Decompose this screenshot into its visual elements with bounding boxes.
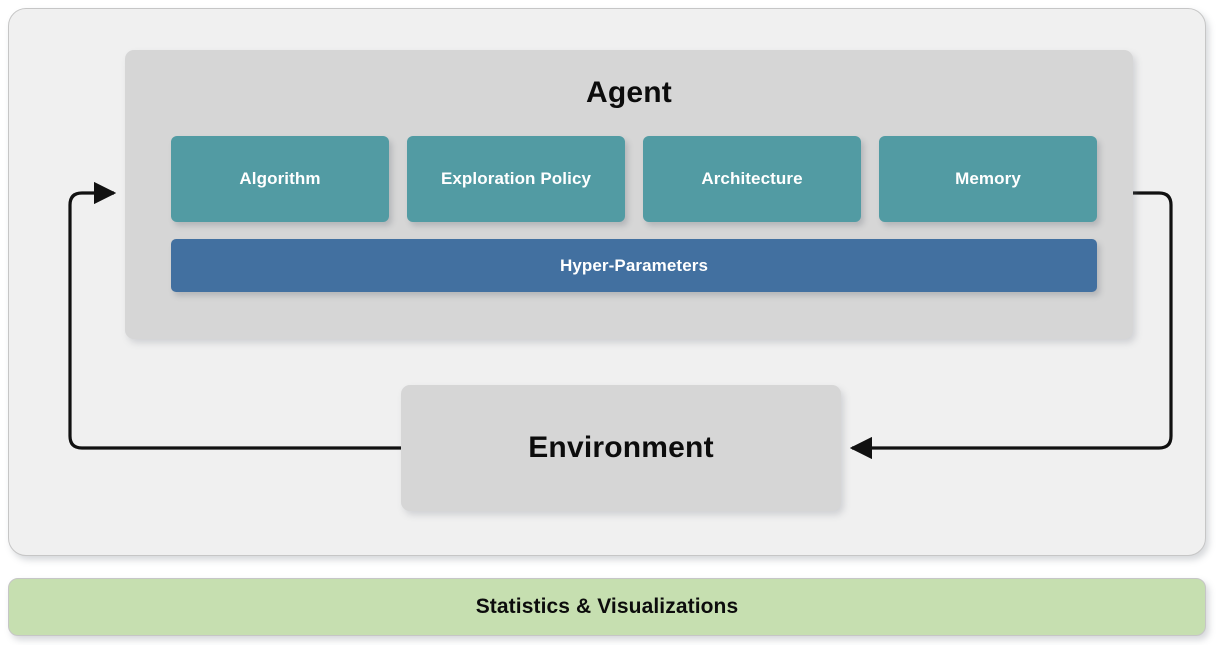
environment-label: Environment [528,431,714,464]
agent-component-architecture[interactable]: Architecture [643,136,861,222]
statistics-visualizations-bar[interactable]: Statistics & Visualizations [8,578,1206,636]
environment-block[interactable]: Environment [401,385,841,511]
agent-component-label: Architecture [701,169,803,188]
agent-title: Agent [586,76,672,109]
hyper-parameters-bar[interactable]: Hyper-Parameters [171,239,1097,292]
agent-component-algorithm[interactable]: Algorithm [171,136,389,222]
agent-block: Agent Algorithm Exploration Policy Archi… [125,50,1133,339]
agent-component-row: Algorithm Exploration Policy Architectur… [171,136,1097,222]
agent-component-label: Exploration Policy [440,169,592,188]
statistics-visualizations-label: Statistics & Visualizations [475,595,739,618]
agent-component-memory[interactable]: Memory [879,136,1097,222]
agent-component-label: Memory [955,169,1021,188]
agent-component-label: Algorithm [239,169,321,188]
agent-component-exploration-policy[interactable]: Exploration Policy [407,136,625,222]
hyper-parameters-label: Hyper-Parameters [559,255,709,275]
